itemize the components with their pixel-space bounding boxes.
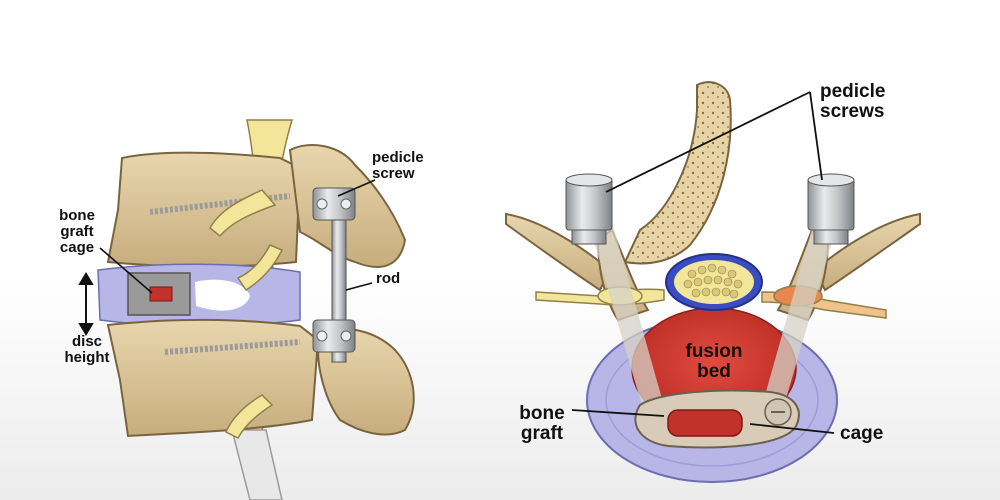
leader-lines-side bbox=[99, 179, 376, 294]
pedicle-screw-left bbox=[565, 173, 613, 245]
label-bone-graft: bone graft bbox=[512, 404, 572, 444]
label-rod-text: rod bbox=[376, 270, 401, 287]
spinal-canal bbox=[665, 253, 763, 311]
label-bone-graft-line1: bone bbox=[519, 403, 565, 424]
label-pedicle-screw-line2: screw bbox=[372, 164, 415, 182]
label-disc-height-line2: height bbox=[64, 348, 110, 366]
bone-graft bbox=[667, 409, 743, 437]
screw-tracks bbox=[590, 222, 836, 426]
spinous-process bbox=[623, 81, 732, 265]
label-bone-graft-cage-line2: graft bbox=[60, 222, 94, 240]
label-pedicle-screw-line1: pedicle bbox=[372, 149, 424, 166]
label-fusion-bed-line1: fusion bbox=[685, 341, 743, 362]
label-pedicle-screws: pedicle screws bbox=[820, 82, 885, 122]
pedicle-screw-lower bbox=[312, 319, 356, 353]
top-view bbox=[505, 81, 921, 483]
pedicle-screw-right bbox=[807, 173, 855, 245]
label-rod: rod bbox=[376, 271, 400, 287]
label-fusion-bed: fusion bed bbox=[672, 342, 756, 382]
label-pedicle-screws-line1: pedicle bbox=[820, 81, 886, 102]
label-cage: cage bbox=[840, 424, 883, 444]
nerve-roots-front bbox=[209, 189, 284, 439]
leader-lines-top bbox=[571, 91, 835, 434]
cage bbox=[634, 389, 800, 449]
label-disc-height: disc height bbox=[56, 334, 118, 366]
disc-height-arrow bbox=[78, 272, 94, 336]
label-bone-graft-cage-line3: cage bbox=[59, 238, 95, 256]
label-pedicle-screw: pedicle screw bbox=[372, 150, 424, 182]
pedicle-screw-upper bbox=[312, 187, 356, 221]
label-disc-height-line1: disc bbox=[71, 333, 102, 350]
label-bone-graft-cage-line1: bone bbox=[59, 207, 95, 224]
label-bone-graft-line2: graft bbox=[520, 422, 564, 444]
label-fusion-bed-line2: bed bbox=[697, 360, 731, 382]
label-bone-graft-cage: bone graft cage bbox=[48, 208, 106, 255]
label-pedicle-screws-line2: screws bbox=[820, 100, 885, 122]
rod-and-screws bbox=[312, 187, 356, 363]
lower-vertebra-side bbox=[106, 318, 415, 438]
side-view bbox=[78, 119, 415, 500]
label-cage-text: cage bbox=[840, 423, 884, 444]
